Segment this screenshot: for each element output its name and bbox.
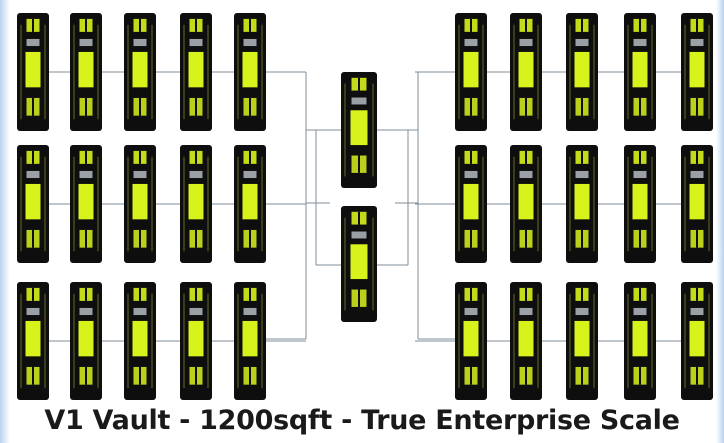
left-bank-cabinet (124, 145, 156, 263)
right-bank-cabinet (510, 13, 542, 131)
diagram-caption: V1 Vault - 1200sqft - True Enterprise Sc… (44, 405, 680, 436)
core-cabinet (341, 206, 377, 322)
right-bank-cabinet (681, 145, 713, 263)
left-bank-cabinet (180, 145, 212, 263)
left-bank-cabinet (17, 13, 49, 131)
left-bank-cabinet (70, 145, 102, 263)
left-bank-cabinet (17, 282, 49, 400)
right-edge-glow (716, 0, 724, 443)
core-cabinet (341, 72, 377, 188)
left-bank-cabinet (70, 13, 102, 131)
right-bank-cabinet (566, 13, 598, 131)
right-bank-cabinet (455, 145, 487, 263)
left-bank-cabinet (234, 145, 266, 263)
right-bank-cabinet (510, 145, 542, 263)
left-bank-cabinet (124, 13, 156, 131)
right-bank-cabinet (681, 282, 713, 400)
right-bank-cabinet (624, 282, 656, 400)
right-bank-cabinet (624, 13, 656, 131)
left-bank-cabinet (180, 282, 212, 400)
cabinet-layout (17, 13, 713, 400)
right-bank-cabinet (566, 145, 598, 263)
left-bank-cabinet (234, 282, 266, 400)
left-edge-glow (0, 0, 10, 443)
left-bank-cabinet (17, 145, 49, 263)
right-bank-cabinet (455, 13, 487, 131)
right-bank-cabinet (624, 145, 656, 263)
right-bank-cabinet (510, 282, 542, 400)
right-bank-cabinet (681, 13, 713, 131)
right-bank-cabinet (455, 282, 487, 400)
left-bank-cabinet (180, 13, 212, 131)
left-bank-cabinet (234, 13, 266, 131)
left-bank-cabinet (124, 282, 156, 400)
right-bank-cabinet (566, 282, 598, 400)
left-bank-cabinet (70, 282, 102, 400)
